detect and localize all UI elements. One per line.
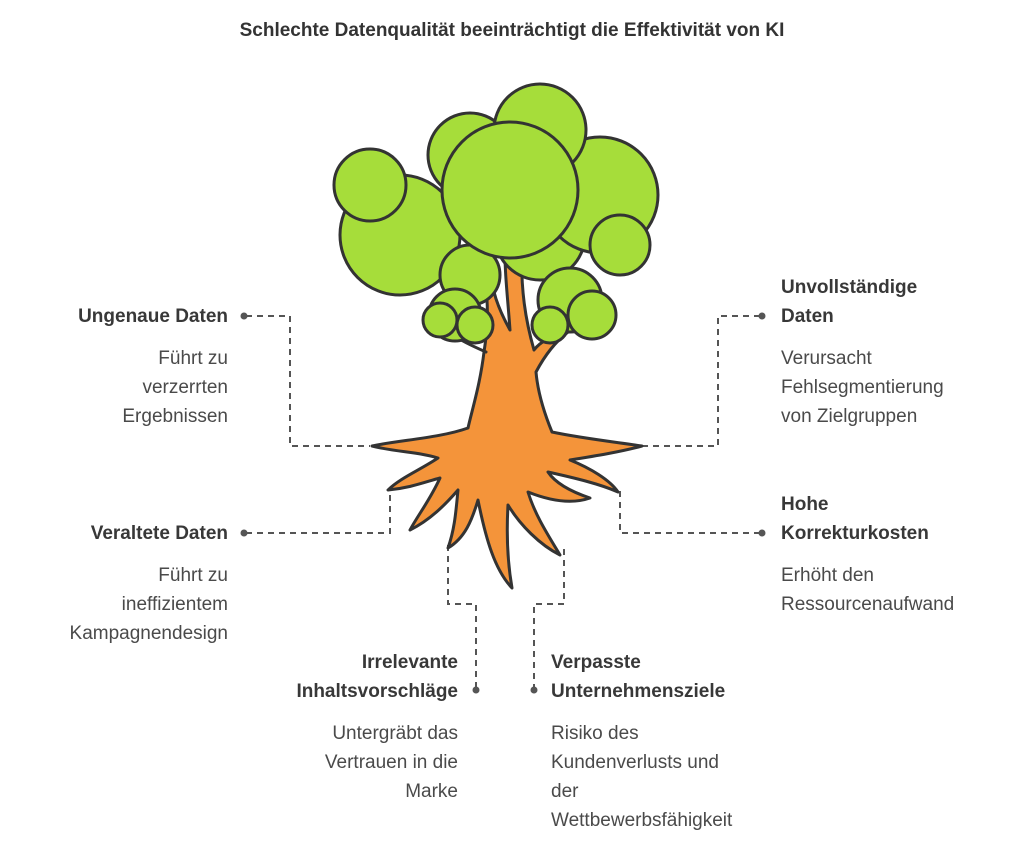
connector-veraltet <box>246 492 391 534</box>
callout-irrelevante-inhaltsvorschlaege: Irrelevante Inhaltsvorschläge Untergräbt… <box>240 648 458 806</box>
dot-irrelevant <box>472 686 480 694</box>
callout-verpasste-description: Risiko des Kundenverlusts und der Wettbe… <box>551 719 811 835</box>
desc-line: Risiko des <box>551 723 639 744</box>
head-line: Hohe <box>781 494 829 515</box>
head-line: Irrelevante <box>361 652 458 673</box>
callout-veraltete-daten-description: Führt zu ineffizientem Kampagnendesign <box>20 561 228 648</box>
callout-unvollstaendige-description: Verursacht Fehlsegmentierung von Zielgru… <box>781 344 1011 431</box>
desc-line: Ressourcenaufwand <box>781 594 955 615</box>
dot-verpasst <box>530 686 538 694</box>
callout-veraltete-daten: Veraltete Daten Führt zu ineffizientem K… <box>20 519 228 648</box>
callout-unvollstaendige-daten: Unvollständige Daten Verursacht Fehlsegm… <box>781 273 1011 431</box>
connector-ungenau <box>246 315 370 447</box>
connector-unvollstaendig <box>640 315 760 447</box>
callout-verpasste-unternehmensziele: Verpasste Unternehmensziele Risiko des K… <box>551 648 811 835</box>
desc-line: verzerrten <box>142 377 228 398</box>
head-line: Korrekturkosten <box>781 523 929 544</box>
callout-unvollstaendige-heading: Unvollständige Daten <box>781 273 1011 331</box>
connector-kosten <box>619 490 760 534</box>
dot-unvollstaendig <box>758 312 766 320</box>
callout-hohe-korrekturkosten: Hohe Korrekturkosten Erhöht den Ressourc… <box>781 490 1011 619</box>
desc-line: Kundenverlusts und <box>551 752 719 773</box>
desc-line: Ergebnissen <box>122 406 228 427</box>
callout-ungenaue-daten-heading: Ungenaue Daten <box>78 306 228 327</box>
callout-kosten-description: Erhöht den Ressourcenaufwand <box>781 561 1011 619</box>
desc-line: von Zielgruppen <box>781 406 918 427</box>
callout-irrelevante-heading: Irrelevante Inhaltsvorschläge <box>240 648 458 706</box>
desc-line: Untergräbt das <box>332 723 458 744</box>
dot-kosten <box>758 529 766 537</box>
connector-verpasst <box>533 544 565 690</box>
connector-irrelevant <box>447 540 477 688</box>
connector-dots <box>240 312 766 694</box>
diagram-title: Schlechte Datenqualität beeinträchtigt d… <box>239 20 785 41</box>
head-line: Inhaltsvorschläge <box>296 681 458 702</box>
desc-line: der <box>551 781 579 802</box>
desc-line: Fehlsegmentierung <box>781 377 944 398</box>
desc-line: Führt zu <box>158 348 228 369</box>
callout-irrelevante-description: Untergräbt das Vertrauen in die Marke <box>240 719 458 806</box>
desc-line: ineffizientem <box>121 594 228 615</box>
head-line: Verpasste <box>551 652 641 673</box>
callout-ungenaue-daten-description: Führt zu verzerrten Ergebnissen <box>20 344 228 431</box>
head-line: Daten <box>781 306 834 327</box>
connector-lines <box>246 315 760 690</box>
callout-ungenaue-daten: Ungenaue Daten Führt zu verzerrten Ergeb… <box>20 302 228 431</box>
desc-line: Marke <box>405 781 458 802</box>
callout-kosten-heading: Hohe Korrekturkosten <box>781 490 1011 548</box>
head-line: Unternehmensziele <box>551 681 726 702</box>
desc-line: Wettbewerbsfähigkeit <box>551 810 733 831</box>
desc-line: Kampagnendesign <box>69 623 228 644</box>
desc-line: Vertrauen in die <box>324 752 458 773</box>
tree-foliage <box>332 82 660 345</box>
desc-line: Verursacht <box>781 348 872 369</box>
callout-verpasste-heading: Verpasste Unternehmensziele <box>551 648 811 706</box>
dot-ungenau <box>240 312 248 320</box>
desc-line: Erhöht den <box>781 565 874 586</box>
head-line: Unvollständige <box>781 277 918 298</box>
dot-veraltet <box>240 529 248 537</box>
desc-line: Führt zu <box>158 565 228 586</box>
callout-veraltete-daten-heading: Veraltete Daten <box>90 523 228 544</box>
